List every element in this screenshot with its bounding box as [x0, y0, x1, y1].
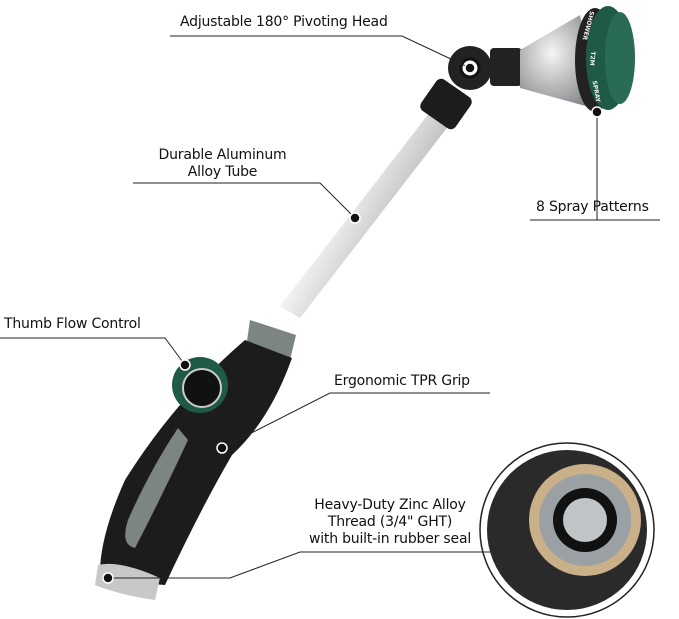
tpr-grip — [95, 320, 296, 600]
label-tube-line1: Durable Aluminum — [158, 147, 287, 163]
pivot-head — [420, 46, 522, 130]
label-tube-line2: Alloy Tube — [187, 164, 258, 180]
label-tube: Durable Aluminum Alloy Tube — [150, 147, 295, 181]
head-marking-t2m: T2M — [588, 51, 597, 66]
callout-dots — [102, 62, 603, 584]
label-thumb-control: Thumb Flow Control — [4, 316, 141, 332]
label-thread-line1: Heavy-Duty Zinc Alloy — [314, 497, 466, 513]
label-spray-patterns: 8 Spray Patterns — [536, 199, 649, 215]
aluminum-tube — [280, 112, 450, 318]
thumb-flow-control — [172, 357, 228, 413]
label-thread-line2: Thread (3/4" GHT) — [327, 514, 453, 530]
thread-inset — [479, 442, 655, 618]
label-thread-line3: with built-in rubber seal — [308, 531, 472, 547]
label-grip: Ergonomic TPR Grip — [334, 373, 470, 389]
spray-head — [520, 6, 635, 112]
label-pivot-head: Adjustable 180° Pivoting Head — [180, 14, 388, 30]
callout-lines — [0, 35, 660, 579]
label-thread: Heavy-Duty Zinc Alloy Thread (3/4" GHT) … — [290, 497, 490, 548]
